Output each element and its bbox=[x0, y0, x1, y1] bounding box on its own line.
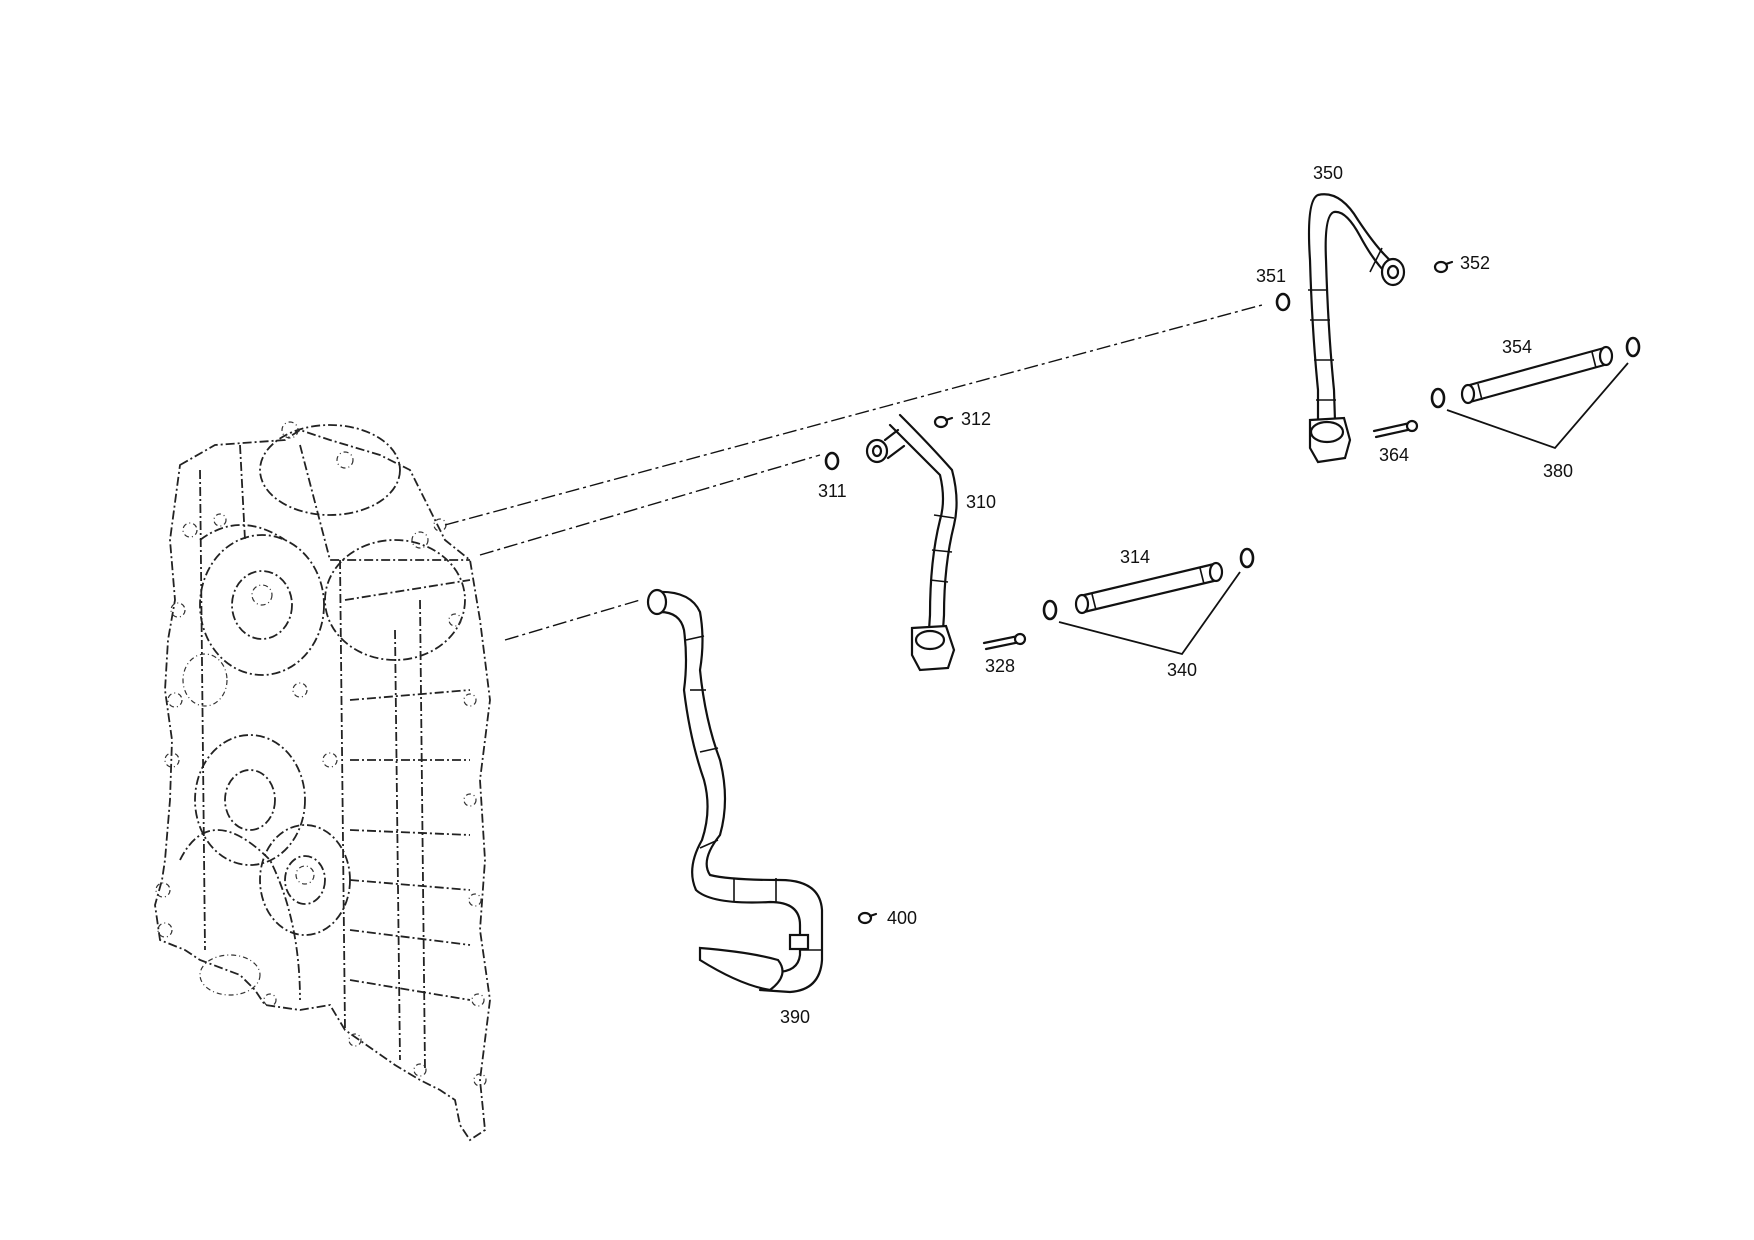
o-ring-380-a bbox=[1430, 387, 1446, 409]
label-350: 350 bbox=[1313, 163, 1343, 183]
label-390: 390 bbox=[780, 1007, 810, 1027]
o-ring-351 bbox=[1275, 292, 1291, 312]
pipe-314 bbox=[1074, 561, 1224, 615]
bolt-328 bbox=[982, 632, 1027, 651]
o-ring-311 bbox=[824, 451, 840, 471]
label-310: 310 bbox=[966, 492, 996, 512]
o-ring-340-a bbox=[1042, 599, 1058, 621]
label-400: 400 bbox=[887, 908, 917, 928]
label-311: 311 bbox=[818, 481, 847, 501]
transmission-housing bbox=[154, 421, 491, 1142]
label-364: 364 bbox=[1379, 445, 1409, 465]
leader-340 bbox=[1058, 571, 1241, 656]
screw-400 bbox=[857, 911, 878, 925]
pipe-350 bbox=[1307, 193, 1406, 464]
screw-352 bbox=[1433, 260, 1454, 274]
screw-312 bbox=[933, 415, 954, 429]
label-314: 314 bbox=[1120, 547, 1150, 567]
axis-line-351 bbox=[444, 304, 1263, 526]
axis-line-311 bbox=[479, 454, 821, 556]
label-354: 354 bbox=[1502, 337, 1532, 357]
label-312: 312 bbox=[961, 409, 991, 429]
label-351: 351 bbox=[1256, 266, 1286, 286]
label-328: 328 bbox=[985, 656, 1015, 676]
label-340: 340 bbox=[1167, 660, 1197, 680]
pipe-310 bbox=[865, 413, 958, 672]
leader-380 bbox=[1446, 362, 1629, 450]
o-ring-380-b bbox=[1625, 336, 1641, 358]
pipe-390 bbox=[646, 588, 824, 994]
bolt-364 bbox=[1372, 419, 1419, 439]
o-ring-340-b bbox=[1239, 547, 1255, 569]
label-380: 380 bbox=[1543, 461, 1573, 481]
label-352: 352 bbox=[1460, 253, 1490, 273]
axis-line-390 bbox=[504, 599, 641, 641]
pipe-354 bbox=[1460, 345, 1614, 405]
